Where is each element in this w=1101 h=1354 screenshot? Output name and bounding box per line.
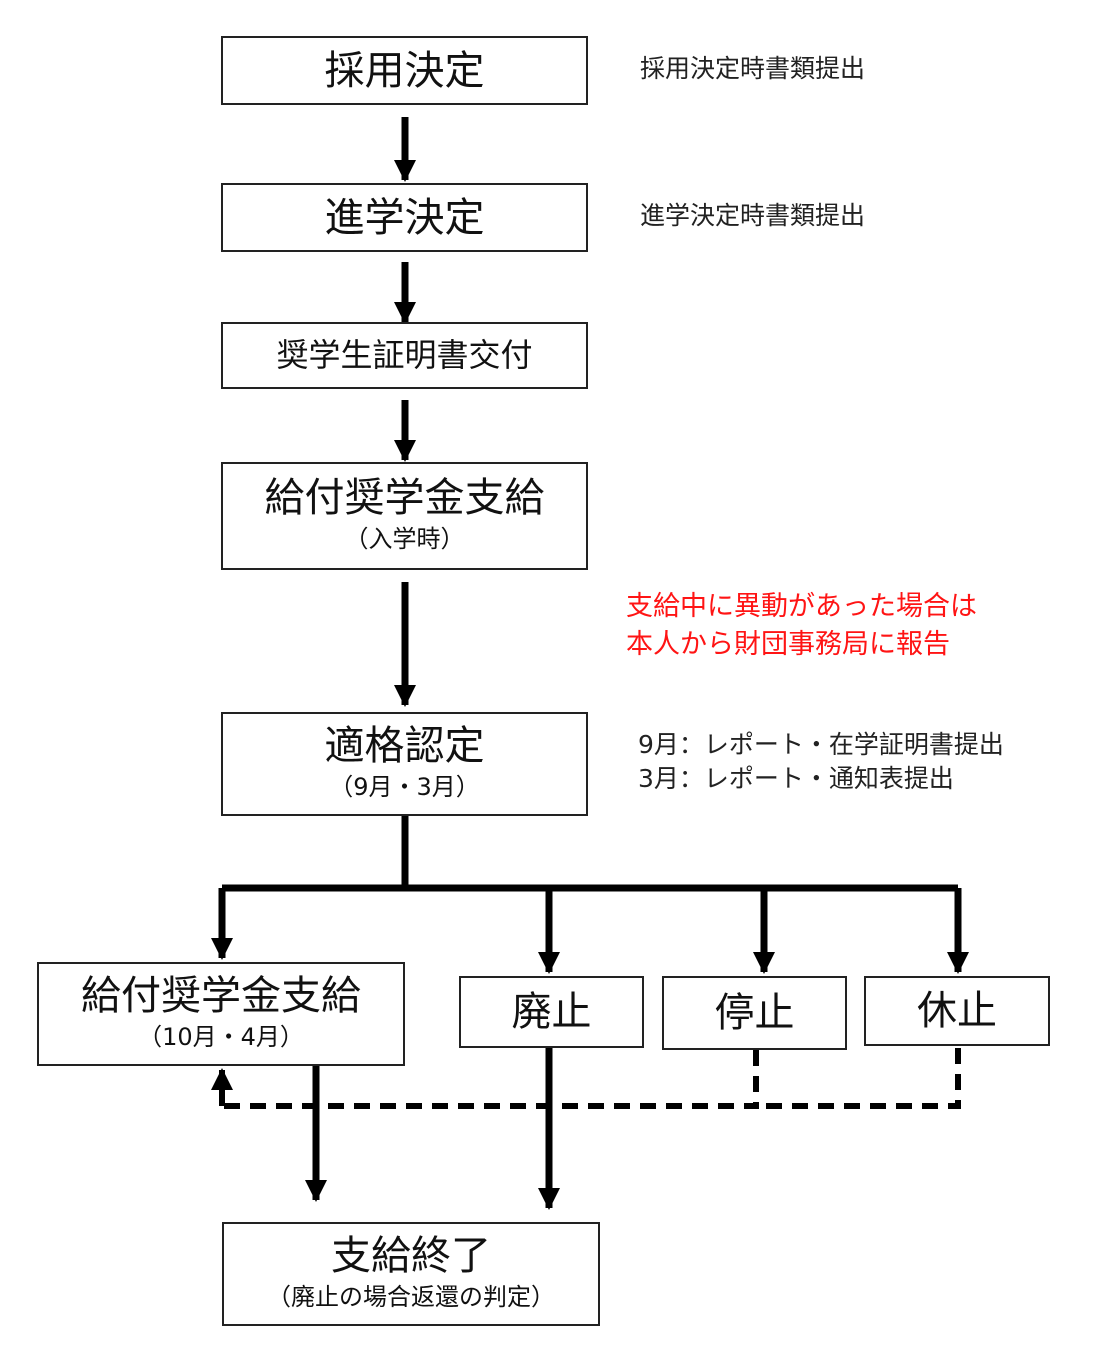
box-shomeisho-label: 奨学生証明書交付 [276, 335, 533, 374]
box-kyufu-teiki-label: 給付奨学金支給 [81, 973, 361, 1020]
box-kyushi-label: 休止 [917, 988, 997, 1034]
note-tekikaku-documents: 9月：レポート・在学証明書提出 3月：レポート・通知表提出 [638, 728, 1004, 796]
box-kyufu-nyugaku-sub: （入学時） [344, 525, 465, 554]
box-kyufu-teiki-sub: （10月・4月） [138, 1023, 304, 1052]
box-haishi: 廃止 [459, 976, 644, 1048]
box-shomeisho-kofu: 奨学生証明書交付 [221, 322, 588, 389]
box-shingaku-kettei: 進学決定 [221, 183, 588, 252]
note-shingaku-documents: 進学決定時書類提出 [640, 201, 866, 230]
box-haishi-label: 廃止 [511, 989, 592, 1035]
box-kyufu-nyugaku: 給付奨学金支給 （入学時） [221, 462, 588, 570]
box-kyushi: 休止 [864, 976, 1050, 1046]
note-tekikaku-line-2: 3月：レポート・通知表提出 [638, 764, 954, 793]
dashed-return-teishi [222, 1050, 759, 1109]
box-tekikaku-label: 適格認定 [324, 723, 485, 770]
box-shingaku-label: 進学決定 [324, 194, 485, 241]
note-report-change: 支給中に異動があった場合は 本人から財団事務局に報告 [626, 588, 977, 664]
note-report-line-2: 本人から財団事務局に報告 [626, 629, 950, 660]
box-teishi: 停止 [662, 976, 847, 1050]
box-kyufu-teiki: 給付奨学金支給 （10月・4月） [37, 962, 405, 1066]
box-saiyo-label: 採用決定 [324, 47, 485, 94]
box-teishi-label: 停止 [714, 990, 795, 1036]
box-tekikaku-sub: （9月・3月） [329, 773, 480, 802]
box-shikyu-shuryo: 支給終了 （廃止の場合返還の判定） [222, 1222, 600, 1326]
note-saiyo-documents: 採用決定時書類提出 [640, 54, 866, 83]
dashed-return-kyushi [756, 1048, 961, 1109]
box-saiyo-kettei: 採用決定 [221, 36, 588, 105]
box-shuryo-sub: （廃止の場合返還の判定） [267, 1283, 555, 1312]
box-kyufu-nyugaku-label: 給付奨学金支給 [264, 475, 545, 522]
box-tekikaku-nintei: 適格認定 （9月・3月） [221, 712, 588, 816]
box-shuryo-label: 支給終了 [331, 1233, 491, 1280]
note-tekikaku-line-1: 9月：レポート・在学証明書提出 [638, 730, 1004, 759]
note-report-line-1: 支給中に異動があった場合は [626, 591, 977, 622]
